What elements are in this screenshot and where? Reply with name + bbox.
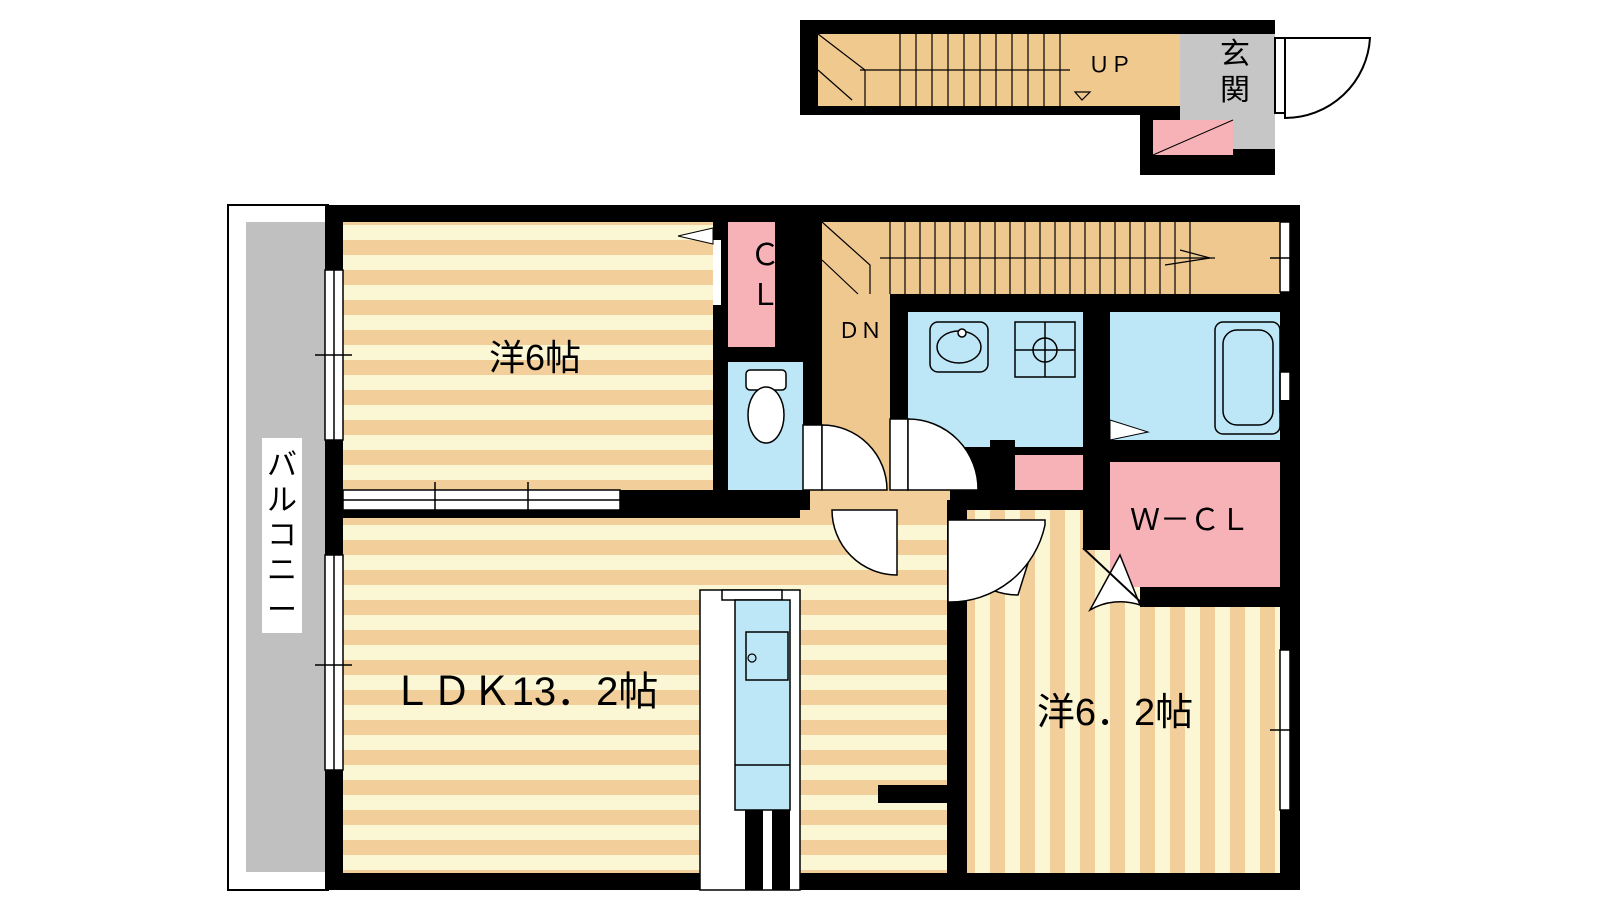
toilet-fixture <box>745 369 787 444</box>
entrance-label-2: 関 <box>1220 74 1250 107</box>
entrance-label-1: 玄 <box>1220 38 1250 71</box>
balcony-label-5: ー <box>267 594 297 627</box>
balcony-label-1: バ <box>267 449 297 482</box>
western-room-6-label: 洋6帖 <box>489 337 581 378</box>
doors <box>802 418 1146 613</box>
closet-label-2: Ｌ <box>750 279 780 312</box>
left-windows <box>315 269 352 771</box>
sliding-partition <box>342 482 810 518</box>
storage-floor <box>1015 455 1085 490</box>
balcony: バ ル コ ニ ー <box>227 204 329 891</box>
walk-in-closet-floor <box>1110 462 1280 587</box>
shoe-box-diagonal <box>1152 119 1234 156</box>
closet-label-1: Ｃ <box>750 239 780 272</box>
washbasin-fixture <box>929 321 1076 378</box>
balcony-label-4: ニ <box>267 554 297 587</box>
balcony-label-2: ル <box>267 484 297 517</box>
down-stair-treads <box>821 221 1215 295</box>
western-room-6-2-label: 洋6．2帖 <box>1037 692 1193 734</box>
entrance-door <box>1274 37 1372 120</box>
closet-opening <box>713 240 721 305</box>
upper-stair-treads <box>817 33 1092 106</box>
ldk-floor <box>343 518 948 873</box>
balcony-label-3: コ <box>267 519 297 552</box>
bathroom-floor <box>1110 312 1280 442</box>
balcony-label-box <box>262 438 302 633</box>
western-room-6-floor <box>343 222 713 490</box>
bath-door-swing <box>1109 419 1150 441</box>
room-6-door-swing <box>677 227 714 245</box>
bathtub-fixture <box>1214 321 1281 435</box>
closet-floor <box>728 222 775 347</box>
stair-down-label: ＤＮ <box>838 318 882 343</box>
sink-icon <box>745 631 789 681</box>
walk-in-closet-label: Ｗ－ＣＬ <box>1130 504 1250 537</box>
upper-floor-block: ＵＰ 玄 関 <box>800 20 1372 175</box>
kitchen-counter <box>699 589 801 891</box>
stair-up-label: ＵＰ <box>1088 52 1132 77</box>
ldk-label: ＬＤＫ13．2帖 <box>392 670 659 714</box>
